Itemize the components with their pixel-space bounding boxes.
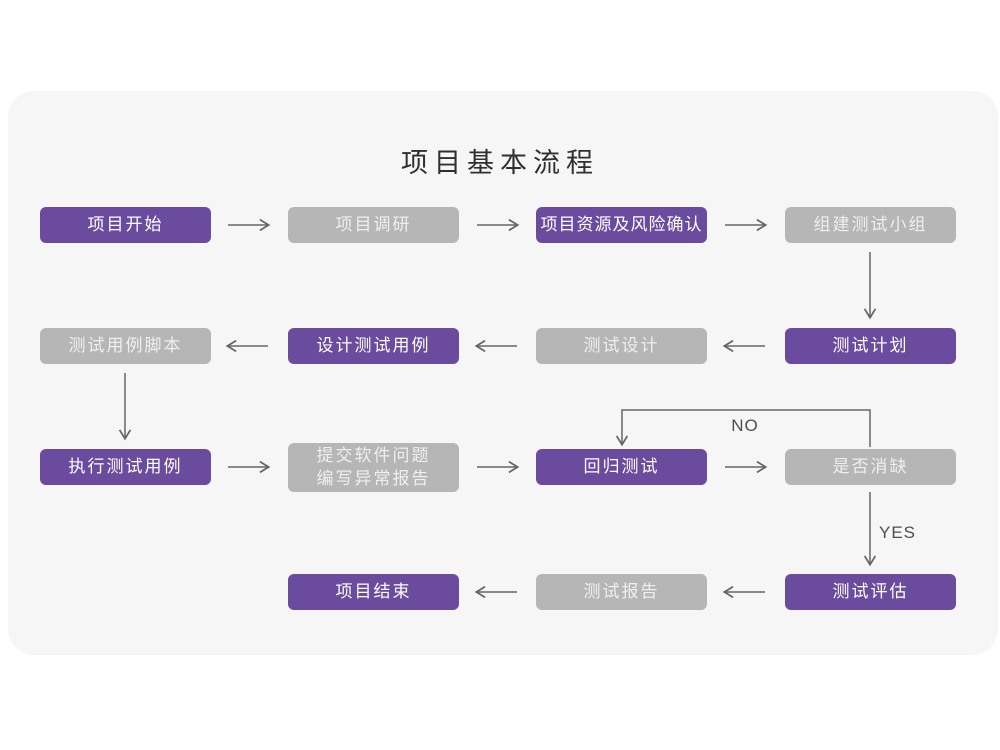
node-test-evaluation: 测试评估 [785,574,956,610]
edge-label-no: NO [731,416,759,435]
node-label: 提交软件问题 编写异常报告 [316,445,431,488]
node-project-end: 项目结束 [288,574,459,610]
node-label: 测试设计 [583,335,660,355]
node-test-report: 测试报告 [536,574,707,610]
node-test-case-scripts: 测试用例脚本 [40,328,211,364]
node-label: 设计测试用例 [316,335,431,355]
node-label: 项目结束 [335,581,412,601]
node-execute-test-cases: 执行测试用例 [40,449,211,485]
node-design-test-cases: 设计测试用例 [288,328,459,364]
node-label: 测试评估 [832,581,909,601]
page-title: 项目基本流程 [401,148,599,178]
node-label: 测试用例脚本 [68,335,183,355]
node-label: 项目开始 [87,214,164,234]
node-label: 是否消缺 [832,456,909,476]
node-label: 组建测试小组 [813,214,928,234]
flowchart-card [8,91,998,655]
node-resources-and-risk: 项目资源及风险确认 [536,207,707,243]
node-project-research: 项目调研 [288,207,459,243]
node-regression-test: 回归测试 [536,449,707,485]
node-project-start: 项目开始 [40,207,211,243]
node-test-design: 测试设计 [536,328,707,364]
node-label: 执行测试用例 [68,456,183,476]
node-label: 测试计划 [832,335,909,355]
node-label: 回归测试 [583,456,660,476]
node-label: 项目调研 [335,214,412,234]
node-label: 测试报告 [583,581,660,601]
edge-label-yes: YES [879,523,917,542]
node-submit-issues-write-report: 提交软件问题 编写异常报告 [288,443,459,492]
node-label: 项目资源及风险确认 [540,214,703,234]
node-test-plan: 测试计划 [785,328,956,364]
node-build-test-team: 组建测试小组 [785,207,956,243]
node-defect-resolved-check: 是否消缺 [785,449,956,485]
